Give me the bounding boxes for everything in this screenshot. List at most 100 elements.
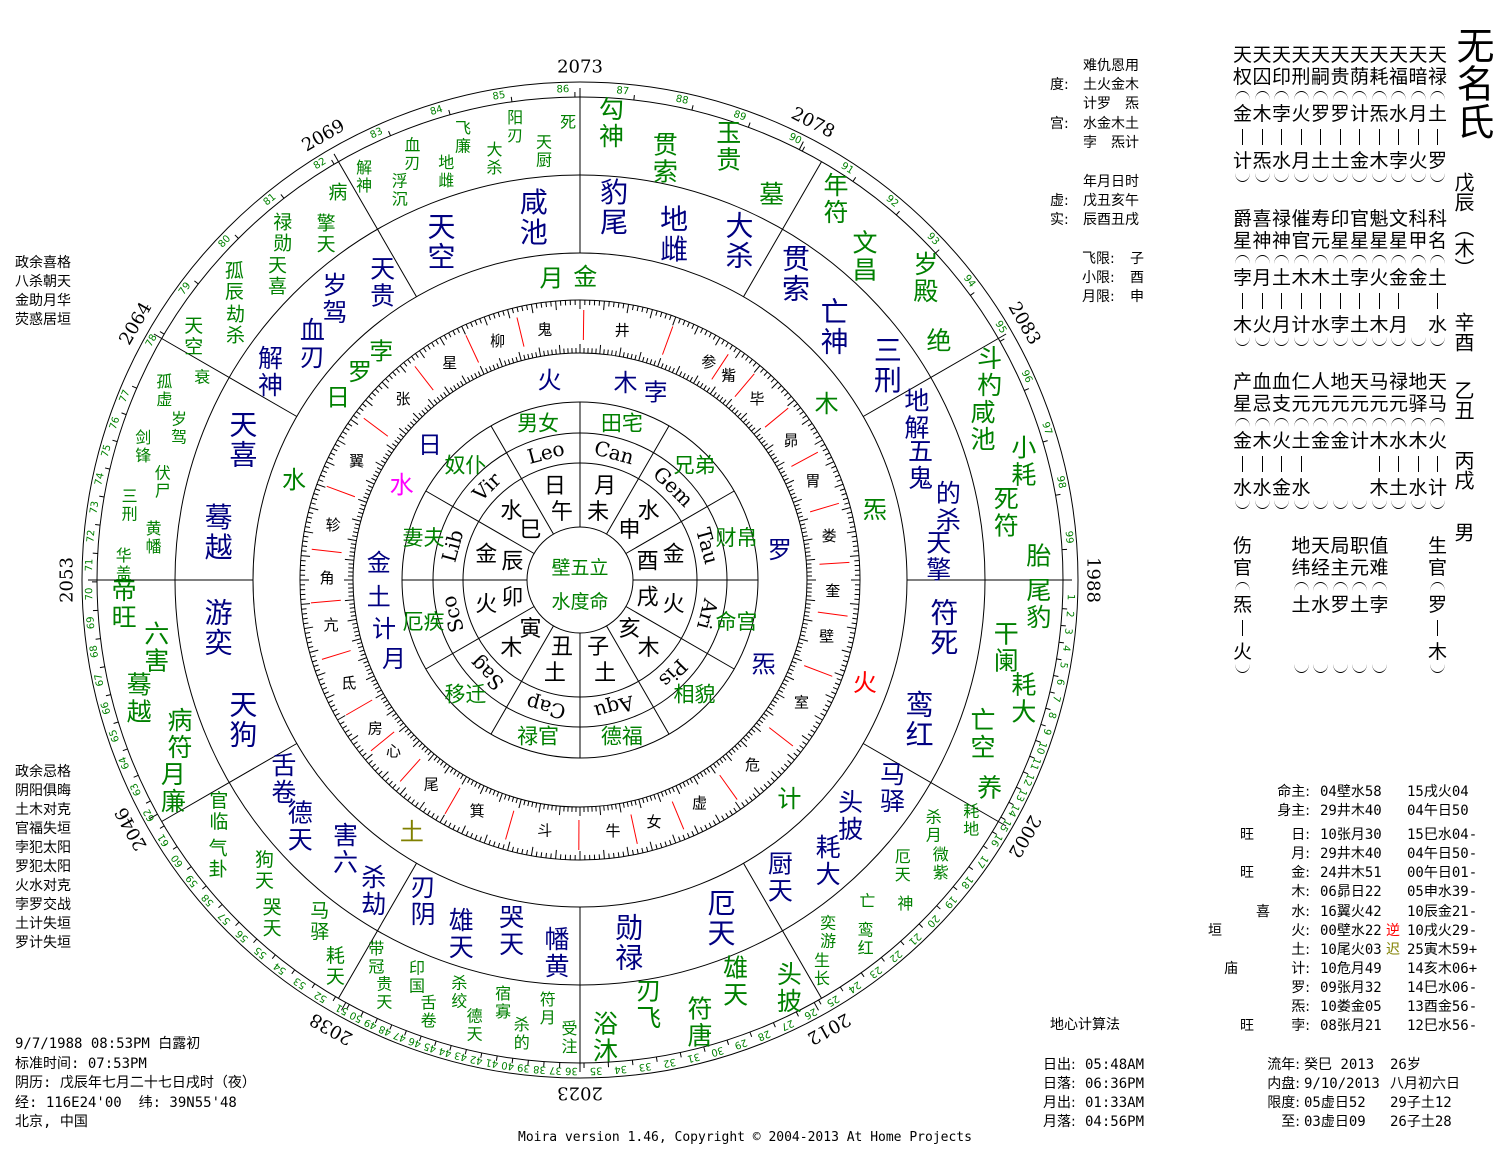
age-tick-label: 55	[252, 944, 269, 961]
degree-tick	[371, 763, 376, 768]
degree-tick	[653, 794, 657, 800]
pillar-label: 男	[1451, 522, 1475, 542]
degree-tick	[302, 613, 308, 615]
degree-tick	[460, 380, 464, 386]
degree-tick	[799, 638, 809, 642]
planet-glyph: 日	[326, 384, 350, 412]
transit-value: 03虚日09	[1304, 1114, 1366, 1130]
degree-tick	[722, 399, 727, 404]
star-label: 六害	[141, 620, 170, 674]
degree-tick	[758, 719, 764, 724]
degree-tick	[398, 725, 407, 733]
link-bar	[1242, 129, 1243, 145]
earthly-branch-label: 亥	[618, 617, 640, 642]
degree-tick	[421, 409, 426, 415]
degree-tick	[412, 418, 418, 423]
link-bar	[1359, 129, 1360, 145]
planet-glyph: 木	[815, 390, 839, 418]
palace-label: 移迁	[444, 683, 486, 707]
star-label: 天空	[423, 212, 456, 272]
mansion-label: 奎	[825, 582, 840, 600]
degree-tick	[787, 395, 792, 400]
age-tick-label: 53	[292, 975, 309, 991]
year-tick	[813, 1002, 819, 1011]
degree-tick	[645, 357, 649, 364]
degree-tick	[750, 427, 756, 432]
degree-tick	[646, 846, 649, 852]
star-label: 神	[894, 895, 913, 913]
degree-tick	[365, 675, 375, 681]
age-tick-label: 29	[733, 1036, 749, 1051]
year-label: 2083	[1004, 298, 1045, 348]
degree-tick	[485, 367, 489, 373]
degree-tick	[760, 368, 765, 373]
degree-tick	[803, 618, 813, 622]
sector-element-label: 火	[663, 593, 685, 618]
degree-tick	[418, 801, 425, 810]
planet-sign: 10戌火29-	[1407, 923, 1478, 939]
degree-tick	[607, 349, 609, 355]
degree-tick	[787, 760, 792, 765]
age-tick	[448, 109, 451, 115]
star-label: 害六	[329, 822, 358, 876]
star-label: 刃阴	[407, 874, 436, 928]
mansion-label: 尾	[424, 776, 439, 794]
star-label: 印国	[406, 959, 425, 995]
mansion-boundary	[311, 548, 342, 554]
degree-tick	[841, 507, 851, 511]
planet-position: 24井木51	[1320, 865, 1382, 881]
planet-glyph: 计	[372, 615, 396, 643]
arc-mark	[1332, 91, 1348, 100]
degree-tick	[807, 733, 813, 737]
degree-tick	[342, 725, 348, 729]
age-tick-label: 28	[756, 1027, 772, 1042]
degree-tick	[515, 798, 518, 804]
age-tick-label: 81	[262, 192, 279, 209]
degree-tick	[479, 318, 482, 324]
degree-tick	[367, 485, 373, 489]
degree-tick	[488, 839, 491, 845]
degree-tick	[364, 492, 370, 496]
star-label: 刃飞	[633, 978, 662, 1032]
arc-mark	[1313, 173, 1328, 182]
degree-tick	[540, 852, 543, 858]
sun-moon-value: 01:33AM	[1085, 1095, 1145, 1111]
link-bar	[1261, 456, 1263, 472]
degree-tick	[682, 834, 686, 840]
age-tick	[511, 1058, 514, 1064]
degree-tick	[396, 719, 402, 724]
degree-tick	[305, 631, 311, 634]
age-tick-label: 5	[1057, 661, 1069, 669]
degree-tick	[706, 387, 711, 393]
degree-tick	[791, 496, 797, 500]
palace-label: 财帛	[715, 526, 757, 550]
degree-tick	[310, 655, 316, 658]
arc-mark	[1332, 337, 1348, 346]
age-tick	[703, 1046, 706, 1052]
sector-element-label: 水	[500, 499, 522, 524]
degree-tick	[545, 302, 547, 308]
age-tick	[801, 146, 806, 152]
degree-tick	[376, 689, 382, 693]
star-label: 天贵	[367, 255, 396, 309]
degree-tick	[852, 617, 858, 620]
star-label: 孤辰	[222, 260, 244, 302]
degree-tick	[423, 807, 427, 813]
degree-tick	[360, 503, 366, 507]
star-label: 杀绞	[448, 974, 467, 1010]
star-label: 天狗	[225, 690, 258, 750]
degree-tick	[427, 810, 431, 816]
info-label: 虚:	[1050, 193, 1069, 209]
planet-label: 日:	[1291, 827, 1310, 843]
age-tick-label: 85	[492, 90, 506, 103]
age-tick-label: 89	[732, 109, 748, 124]
degree-tick	[787, 753, 795, 761]
mansion-boundary	[804, 665, 833, 677]
pillar-label: 乙丑	[1451, 380, 1475, 420]
degree-tick	[599, 806, 602, 816]
degree-tick	[834, 682, 840, 686]
age-tick	[631, 1060, 634, 1066]
degree-tick	[394, 439, 400, 444]
degree-tick	[815, 435, 821, 439]
